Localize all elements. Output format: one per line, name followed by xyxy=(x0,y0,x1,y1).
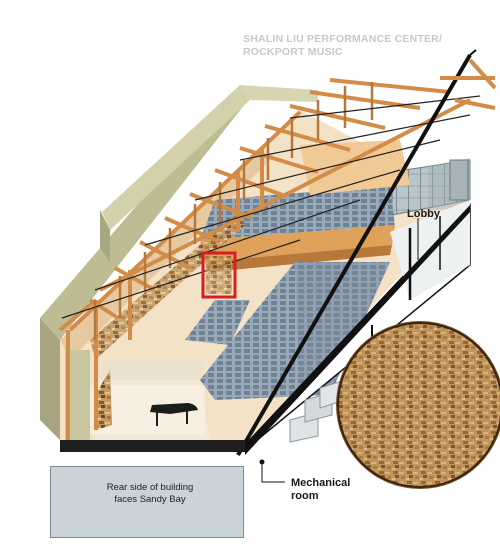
rear-side-caption: Rear side of building faces Sandy Bay xyxy=(85,482,215,506)
highlight-box xyxy=(201,251,237,299)
exterior-wall xyxy=(40,85,318,440)
ridge-beam xyxy=(236,49,477,457)
rear-caption-line-1: Rear side of building xyxy=(106,482,194,493)
mechanical-label-line-1: Mechanical xyxy=(291,477,351,489)
diagram-title: SHALIN LIU PERFORMANCE CENTER/ ROCKPORT … xyxy=(243,33,493,59)
grand-piano xyxy=(150,403,198,426)
balcony xyxy=(200,140,410,272)
mechanical-label-line-2: room xyxy=(291,490,319,502)
rear-caption-line-2: faces Sandy Bay xyxy=(114,494,186,505)
title-line-2: ROCKPORT MUSIC xyxy=(243,46,343,58)
roof-peak-frame xyxy=(440,58,497,110)
stone-closeup-circle xyxy=(336,321,500,489)
roof-trusses xyxy=(58,78,471,440)
lobby-label: Lobby xyxy=(407,208,440,220)
title-line-1: SHALIN LIU PERFORMANCE CENTER/ xyxy=(243,33,443,45)
mechanical-room-label: Mechanical room xyxy=(291,477,350,503)
roof-truss-verticals xyxy=(93,82,374,340)
leader-lines xyxy=(261,218,419,483)
foundation xyxy=(60,205,470,455)
stage-area xyxy=(90,360,210,445)
roof-cables xyxy=(61,95,481,319)
leader-dot xyxy=(259,459,265,465)
rear-side-panel xyxy=(50,466,244,538)
